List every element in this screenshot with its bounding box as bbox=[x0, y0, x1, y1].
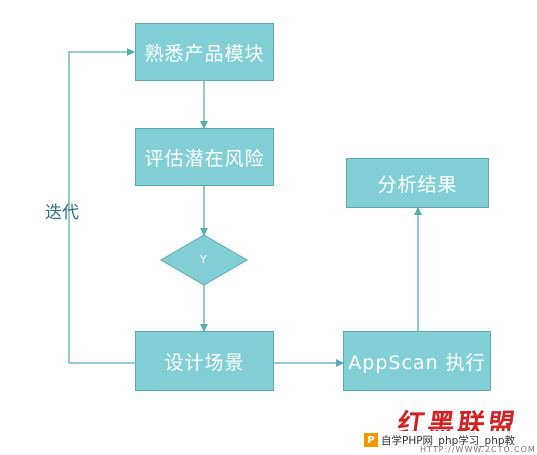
watermark-banner: P 自学PHP网_php学习_php教 bbox=[364, 431, 516, 449]
iteration-label: 迭代 bbox=[45, 203, 79, 223]
node-design-scenarios: 设计场景 bbox=[135, 331, 274, 391]
node-appscan-execute: AppScan 执行 bbox=[343, 331, 491, 391]
decision-label: Y bbox=[200, 253, 207, 266]
watermark-banner-text: 自学PHP网_php学习_php教 bbox=[381, 434, 516, 447]
decision-diamond bbox=[160, 234, 248, 286]
node-analyze-results: 分析结果 bbox=[346, 158, 489, 208]
php-logo-icon: P bbox=[364, 433, 378, 447]
watermark-url: HTTP://WWW.2CTO.COM bbox=[420, 445, 536, 454]
iteration-loop-arrow bbox=[68, 48, 135, 364]
node-assess-potential-risks: 评估潜在风险 bbox=[135, 128, 274, 186]
node-familiarize-product-modules: 熟悉产品模块 bbox=[135, 23, 274, 81]
